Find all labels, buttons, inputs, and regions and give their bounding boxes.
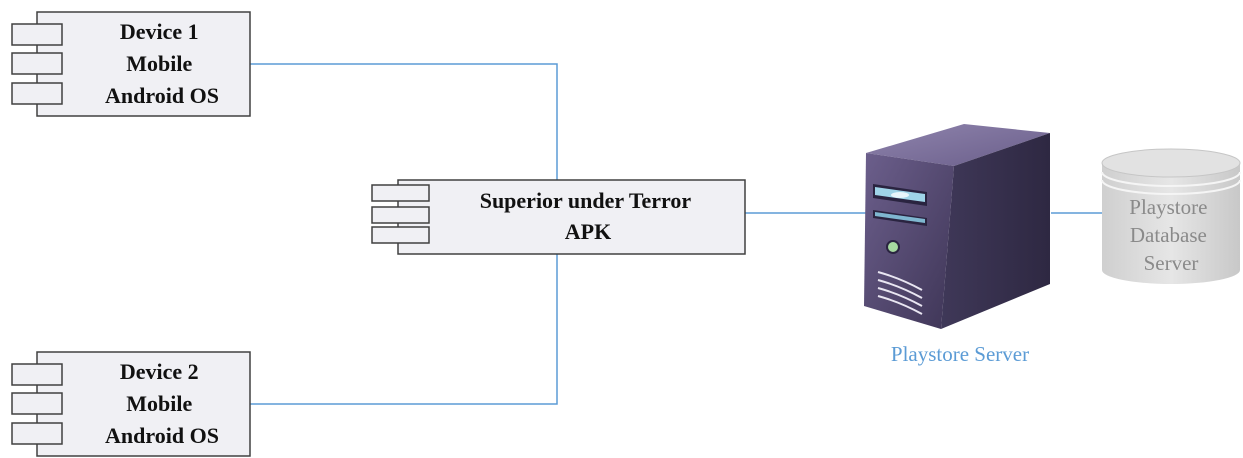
server-front [864,153,954,329]
uml-component-icon [372,185,429,243]
apk-line-2: APK [565,219,611,244]
server-caption: Playstore Server [891,342,1029,366]
database-line-3: Server [1144,251,1199,275]
device1-line-3: Android OS [105,83,219,108]
connector-apk-device2 [250,254,557,404]
apk-component[interactable]: Superior under Terror APK [372,180,745,254]
db-top [1102,149,1240,177]
device2-component[interactable]: Device 2 Mobile Android OS [12,352,250,456]
device1-line-1: Device 1 [120,19,199,44]
uml-component-icon [12,24,62,104]
apk-line-1: Superior under Terror [480,188,692,213]
database-line-1: Playstore [1129,195,1207,219]
tower-server-icon[interactable] [864,124,1050,329]
power-button [887,241,899,253]
device1-component[interactable]: Device 1 Mobile Android OS [12,12,250,116]
device1-line-2: Mobile [126,51,192,76]
database-line-2: Database [1130,223,1207,247]
device2-line-2: Mobile [126,391,192,416]
connector-device1-apk [250,64,557,180]
uml-component-icon [12,364,62,444]
device2-line-3: Android OS [105,423,219,448]
device2-line-1: Device 2 [120,359,199,384]
